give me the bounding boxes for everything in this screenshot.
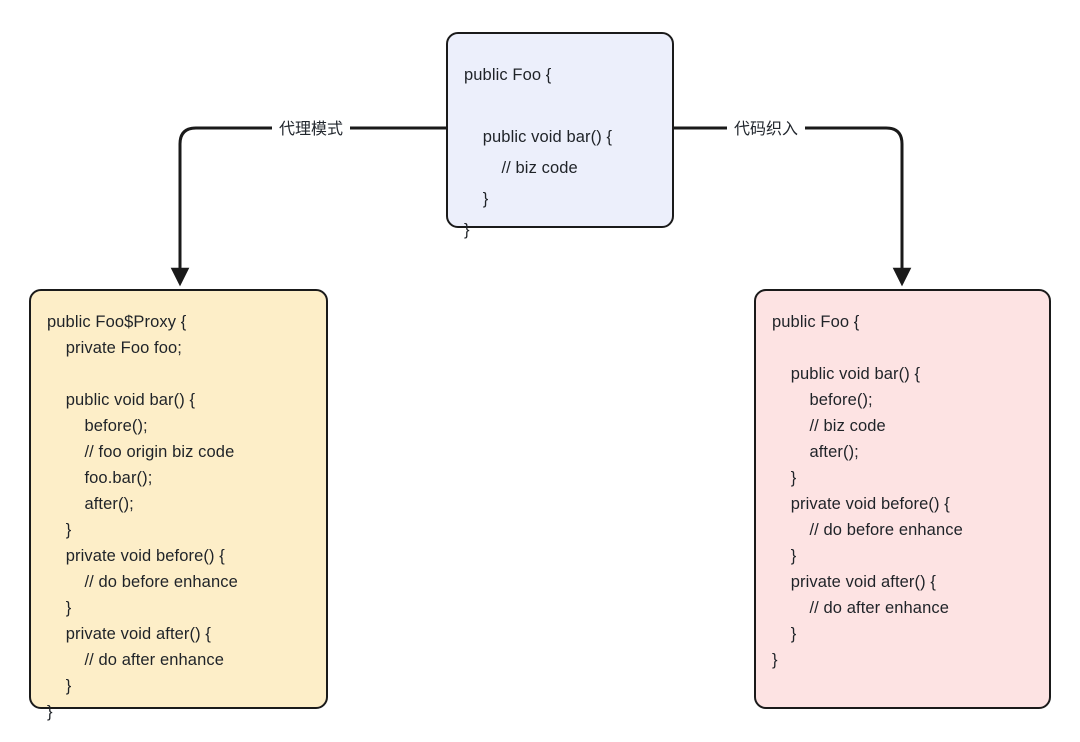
code-line: } (772, 625, 797, 643)
code-line: public Foo { (772, 313, 860, 331)
code-line: // do after enhance (47, 651, 224, 669)
code-line (772, 335, 1033, 361)
code-line (47, 361, 310, 387)
code-line: before(); (772, 391, 873, 409)
original-class-box[interactable]: public Foo { public void bar() { // biz … (446, 32, 674, 239)
edge-label-proxy-pattern: 代理模式 (272, 120, 351, 140)
code-line: // do before enhance (772, 521, 963, 539)
code-line: // do after enhance (772, 599, 949, 617)
proxy-class-box[interactable]: public Foo$Proxy { private Foo foo; publ… (29, 289, 328, 721)
woven-class-code: public Foo { public void bar() { before(… (772, 305, 1033, 673)
code-line: private void before() { (47, 547, 225, 565)
code-line: after(); (772, 443, 859, 461)
code-line: // biz code (772, 417, 886, 435)
code-line: after(); (47, 495, 134, 513)
code-weaving-edge-path (674, 126, 912, 287)
code-line: } (464, 190, 489, 208)
code-line: public void bar() { (47, 391, 196, 409)
code-line: before(); (47, 417, 148, 435)
code-line: foo.bar(); (47, 469, 153, 487)
proxy-pattern-edge-path (170, 126, 446, 287)
code-line: } (47, 703, 53, 721)
code-line: // foo origin biz code (47, 443, 235, 461)
code-line: private void after() { (772, 573, 936, 591)
proxy-class-code: public Foo$Proxy { private Foo foo; publ… (47, 305, 310, 725)
code-line: public Foo { (464, 66, 552, 84)
edge-label-code-weaving: 代码织入 (727, 120, 806, 140)
code-line: } (47, 599, 72, 617)
code-line: public Foo$Proxy { (47, 313, 187, 331)
code-line: private void before() { (772, 495, 950, 513)
code-line: } (47, 521, 72, 539)
code-line: // do before enhance (47, 573, 238, 591)
code-line: } (772, 547, 797, 565)
code-line: private void after() { (47, 625, 211, 643)
code-line: public void bar() { (464, 128, 613, 146)
code-line (464, 91, 656, 122)
woven-class-box[interactable]: public Foo { public void bar() { before(… (754, 289, 1051, 709)
code-line: } (772, 469, 797, 487)
code-line: // biz code (464, 159, 578, 177)
code-line: } (464, 221, 470, 239)
code-line: } (47, 677, 72, 695)
original-class-code: public Foo { public void bar() { // biz … (464, 48, 656, 246)
code-line: } (772, 651, 778, 669)
code-line: public void bar() { (772, 365, 921, 383)
code-line: private Foo foo; (47, 339, 182, 357)
